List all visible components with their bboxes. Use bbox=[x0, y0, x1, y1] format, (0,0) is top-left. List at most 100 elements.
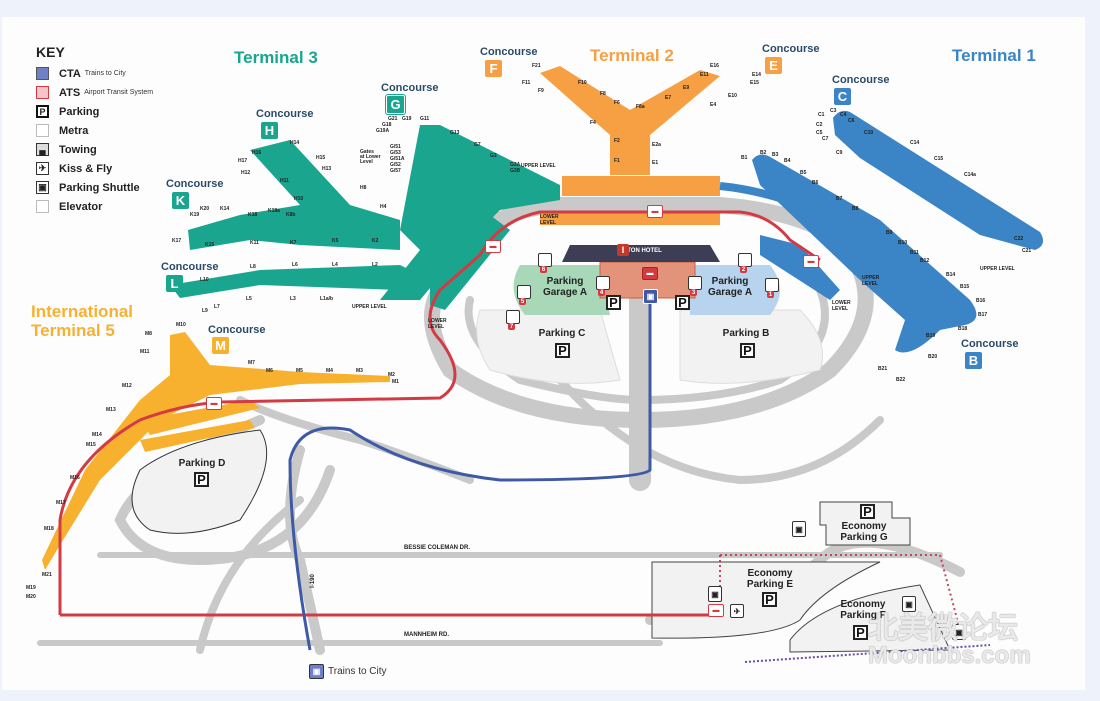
parking-icon: P bbox=[36, 105, 49, 118]
parking-icon: P bbox=[860, 504, 875, 519]
ats-station-parking[interactable]: ▬ bbox=[642, 267, 658, 280]
concourse-c-label: Concourse bbox=[832, 74, 890, 86]
ats-station-t1[interactable]: ▬ bbox=[803, 255, 819, 268]
key-label: Metra bbox=[59, 124, 89, 137]
gate-label: H11 bbox=[280, 178, 289, 184]
gate-label: B16 bbox=[976, 298, 986, 304]
gate-label: K5 bbox=[332, 238, 339, 244]
ats-train-icon bbox=[36, 86, 49, 99]
gate-label: E16 bbox=[710, 63, 719, 69]
gate-label: G19A bbox=[376, 128, 390, 134]
gate-label: M19 bbox=[26, 585, 36, 591]
gate-label: M21 bbox=[42, 572, 52, 578]
garage-a-east bbox=[690, 265, 780, 315]
gate-note-line: at Lower bbox=[360, 154, 381, 160]
gate-label: B14 bbox=[946, 272, 956, 278]
roads bbox=[37, 197, 965, 655]
towing-icon: ▄ bbox=[36, 143, 49, 156]
key-label: Parking Shuttle bbox=[59, 181, 140, 194]
gate-label: M16 bbox=[70, 475, 80, 481]
gate-label: L10 bbox=[200, 277, 209, 283]
ats-station-t3[interactable]: ▬ bbox=[485, 240, 501, 253]
shuttle-icon: ▣ bbox=[36, 181, 49, 194]
gate-label: C14 bbox=[910, 140, 920, 146]
upper-level-label: UPPER LEVEL bbox=[980, 266, 1015, 272]
parking-icon: P bbox=[762, 592, 777, 607]
gate-label: H17 bbox=[238, 158, 248, 164]
train-icon: ▣ bbox=[309, 664, 324, 679]
concourse-b-badge: B bbox=[965, 352, 982, 369]
gate-label: M14 bbox=[92, 432, 102, 438]
road-west bbox=[196, 496, 304, 654]
gate-label: B20 bbox=[928, 354, 938, 360]
gate-label: K14 bbox=[220, 206, 230, 212]
gate-label: C6 bbox=[848, 118, 855, 124]
ats-station-t5[interactable]: ▬ bbox=[206, 397, 222, 410]
ats-station-economy[interactable]: ▬ bbox=[708, 604, 724, 617]
gate-label: M10 bbox=[176, 322, 186, 328]
shuttle-icon: ▣ bbox=[708, 586, 722, 602]
gate-label: K17 bbox=[172, 238, 182, 244]
gate-label: B1 bbox=[741, 155, 748, 161]
gate-label: C15 bbox=[934, 156, 944, 162]
gate-label: C9 bbox=[836, 150, 843, 156]
key-sublabel: Trains to City bbox=[84, 70, 126, 77]
elevator-icon bbox=[596, 276, 610, 290]
map-key: KEY CTA Trains to City ATS Airport Trans… bbox=[36, 44, 153, 216]
key-row-metra: Metra bbox=[36, 121, 153, 140]
gate-label: M7 bbox=[248, 360, 255, 366]
terminal-1-shape bbox=[719, 110, 1044, 353]
concourse-f-badge: F bbox=[485, 60, 502, 77]
concourse-m-label: Concourse bbox=[208, 324, 266, 336]
gate-label: G7 bbox=[474, 142, 481, 148]
gate-label: K7 bbox=[290, 240, 297, 246]
key-row-shuttle: ▣ Parking Shuttle bbox=[36, 178, 153, 197]
parking-c-label: Parking C bbox=[538, 328, 586, 339]
gate-label: C14a bbox=[964, 172, 976, 178]
upper-level-label: UPPER LEVEL bbox=[352, 304, 387, 310]
key-sublabel: Airport Transit System bbox=[84, 89, 154, 96]
train-icon bbox=[36, 67, 49, 80]
parking-icon: P bbox=[740, 343, 755, 358]
gate-label: E1 bbox=[652, 160, 659, 166]
ats-line bbox=[58, 210, 821, 617]
gate-label: M11 bbox=[140, 349, 150, 355]
lower-level-label: LOWER LEVEL bbox=[428, 318, 447, 330]
gate-label: F1 bbox=[614, 158, 620, 164]
parking-garage-a-east-label: Parking Garage A bbox=[707, 276, 753, 298]
gate-note-line: Level bbox=[360, 159, 373, 165]
gate-label: C21 bbox=[1022, 248, 1032, 254]
gate-label: L8 bbox=[250, 264, 256, 270]
gate-label: M20 bbox=[26, 594, 36, 600]
hotel-icon: I bbox=[617, 244, 629, 256]
i190-label: I-190 bbox=[309, 574, 316, 588]
terminal-1-title: Terminal 1 bbox=[952, 46, 1036, 65]
key-row-parking: P Parking bbox=[36, 102, 153, 121]
concourse-e-label: Concourse bbox=[762, 43, 820, 55]
metra-icon bbox=[36, 124, 49, 137]
gate-label: F10 bbox=[578, 80, 587, 86]
gate-label: G3B bbox=[510, 168, 521, 174]
terminal-2-shape bbox=[540, 66, 720, 225]
concourse-h-badge: H bbox=[261, 122, 278, 139]
concourse-c-badge: C bbox=[834, 88, 851, 105]
concourse-k-badge: K bbox=[172, 192, 189, 209]
gate-label: K2 bbox=[372, 238, 379, 244]
gate-label: K8b bbox=[286, 212, 296, 218]
gate-label: E9 bbox=[683, 85, 690, 91]
cta-station-icon[interactable]: ▣ bbox=[643, 289, 658, 304]
gate-label: G19 bbox=[402, 116, 412, 122]
ats-station-t2[interactable]: ▬ bbox=[647, 205, 663, 218]
gate-label: B21 bbox=[878, 366, 888, 372]
gate-label: B22 bbox=[896, 377, 906, 383]
gate-label: L4 bbox=[332, 262, 338, 268]
gate-label: G3 bbox=[490, 153, 497, 159]
key-label: Elevator bbox=[59, 200, 103, 213]
concourse-e-badge: E bbox=[765, 57, 782, 74]
gate-label: B19 bbox=[926, 333, 936, 339]
upper-level-label: UPPER LEVEL bbox=[862, 275, 880, 287]
gate-label: K18 bbox=[248, 212, 258, 218]
gate-label: M6 bbox=[266, 368, 273, 374]
gate-label: L5 bbox=[246, 296, 252, 302]
